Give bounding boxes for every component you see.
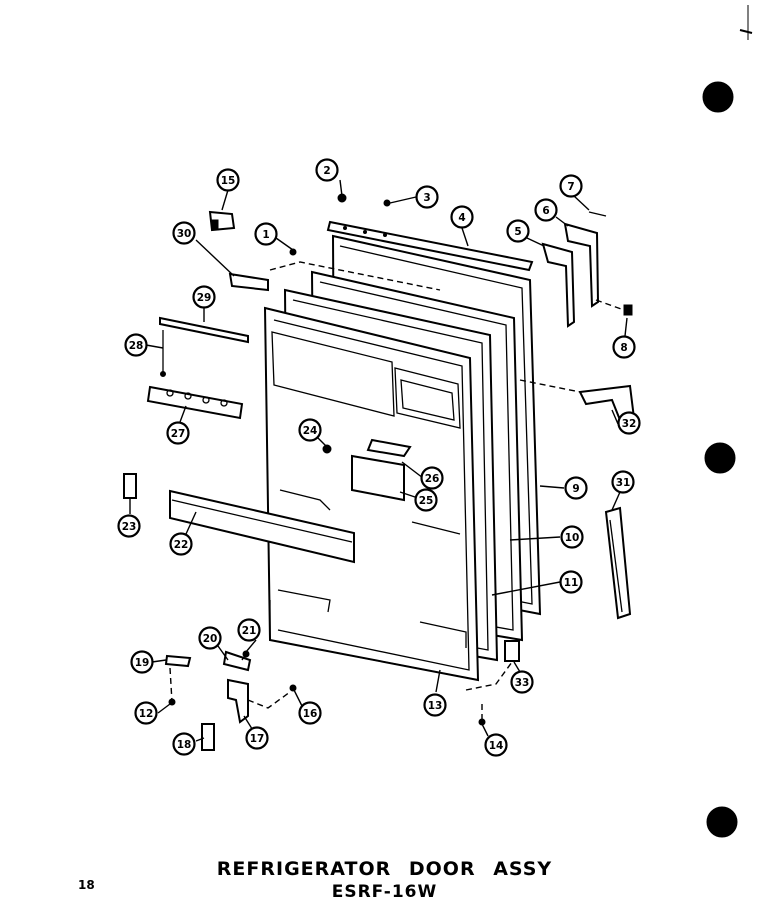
svg-text:6: 6	[542, 205, 549, 217]
side-trim-strip	[604, 506, 632, 620]
svg-text:26: 26	[425, 473, 440, 485]
hinge-plate-small	[164, 654, 192, 668]
svg-text:30: 30	[177, 228, 192, 240]
door-top-trim	[326, 220, 534, 272]
callout-8: 8	[612, 335, 636, 359]
butter-compartment-door	[366, 438, 412, 458]
callout-15: 15	[216, 168, 240, 192]
shelf-rail	[159, 316, 249, 344]
door-shelf-bar	[169, 489, 355, 564]
callout-27: 27	[166, 421, 190, 445]
svg-text:20: 20	[203, 633, 218, 645]
callout-21: 21	[237, 618, 261, 642]
butter-compartment	[351, 454, 405, 502]
callout-10: 10	[560, 525, 584, 549]
svg-text:17: 17	[250, 733, 265, 745]
svg-text:1: 1	[262, 229, 269, 241]
callout-33: 33	[510, 670, 534, 694]
svg-text:33: 33	[515, 677, 530, 689]
svg-text:27: 27	[171, 428, 186, 440]
page-number: 18	[78, 878, 95, 892]
callout-17: 17	[245, 726, 269, 750]
callout-28: 28	[124, 333, 148, 357]
svg-text:14: 14	[489, 740, 504, 752]
callout-5: 5	[506, 219, 530, 243]
svg-text:22: 22	[174, 539, 189, 551]
door-stop	[123, 473, 137, 499]
hinge-bracket-upper	[563, 222, 600, 308]
callout-19: 19	[130, 650, 154, 674]
callout-29: 29	[192, 285, 216, 309]
punch-hole-middle	[704, 442, 736, 474]
svg-text:23: 23	[122, 521, 137, 533]
callout-22: 22	[169, 532, 193, 556]
callout-3: 3	[415, 185, 439, 209]
svg-text:2: 2	[323, 165, 330, 177]
svg-text:31: 31	[616, 477, 631, 489]
callout-20: 20	[198, 626, 222, 650]
callout-25: 25	[414, 488, 438, 512]
svg-text:5: 5	[514, 226, 521, 238]
svg-text:13: 13	[428, 700, 443, 712]
svg-text:25: 25	[419, 495, 434, 507]
svg-text:16: 16	[303, 708, 318, 720]
callout-2: 2	[315, 158, 339, 182]
callout-11: 11	[559, 570, 583, 594]
svg-text:10: 10	[565, 532, 580, 544]
cam-bracket	[228, 272, 269, 292]
callout-18: 18	[172, 732, 196, 756]
svg-text:18: 18	[177, 739, 192, 751]
callout-16: 16	[298, 701, 322, 725]
svg-text:7: 7	[567, 181, 574, 193]
svg-text:3: 3	[423, 192, 430, 204]
svg-text:24: 24	[303, 425, 318, 437]
callout-12: 12	[134, 701, 158, 725]
punch-hole-bottom	[706, 806, 738, 838]
svg-text:4: 4	[458, 212, 465, 224]
svg-text:11: 11	[564, 577, 579, 589]
bottom-hinge	[227, 678, 249, 724]
callout-1: 1	[254, 222, 278, 246]
svg-text:19: 19	[135, 657, 150, 669]
callout-31: 31	[611, 470, 635, 494]
svg-text:8: 8	[620, 342, 627, 354]
model-number: ESRF-16W	[331, 882, 438, 902]
callout-4: 4	[450, 205, 474, 229]
svg-text:28: 28	[129, 340, 144, 352]
svg-text:15: 15	[221, 175, 236, 187]
callout-30: 30	[172, 221, 196, 245]
diagram-title: REFRIGERATOR DOOR ASSY	[216, 858, 553, 880]
callout-24: 24	[298, 418, 322, 442]
egg-tray-shelf	[146, 385, 244, 420]
hinge-bracket-lower	[541, 242, 576, 328]
svg-text:9: 9	[572, 483, 579, 495]
hinge-lower-bracket	[222, 650, 252, 672]
svg-text:21: 21	[242, 625, 257, 637]
svg-text:12: 12	[139, 708, 154, 720]
svg-text:32: 32	[622, 418, 637, 430]
callout-14: 14	[484, 733, 508, 757]
svg-text:29: 29	[197, 292, 212, 304]
callout-7: 7	[559, 174, 583, 198]
callout-23: 23	[117, 514, 141, 538]
hinge-shim	[504, 640, 520, 662]
callout-13: 13	[423, 693, 447, 717]
callout-9: 9	[564, 476, 588, 500]
punch-hole-top	[702, 81, 734, 113]
callout-6: 6	[534, 198, 558, 222]
callout-26: 26	[420, 466, 444, 490]
callout-32: 32	[617, 411, 641, 435]
hinge-shim-plate	[201, 723, 215, 751]
